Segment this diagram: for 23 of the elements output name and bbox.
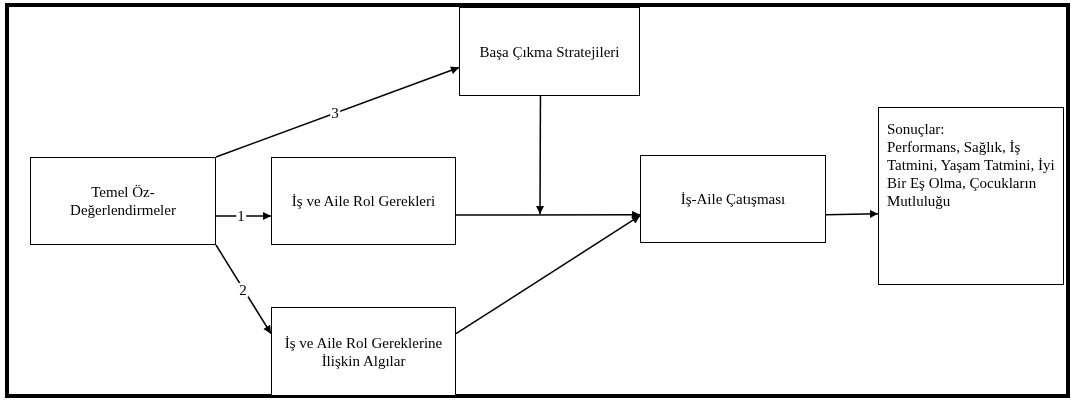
- box-text: İş ve Aile Rol Gerekleri: [291, 192, 436, 210]
- box-text: Performans, Sağlık, İş Tatmini, Yaşam Tatmini, İyi Bir Eş Olma, Çocukların Mutluluğu: [887, 138, 1055, 210]
- arrow: [455, 214, 641, 335]
- arrow: [536, 95, 545, 215]
- process-box: [878, 107, 1064, 285]
- edge-label: 1: [236, 209, 246, 223]
- arrow: [215, 211, 272, 220]
- edge-label: 2: [238, 283, 248, 297]
- box-text: İş ve Aile Rol Gereklerine İlişkin Algılar: [283, 333, 444, 370]
- box-text: Başa Çıkma Stratejileri: [479, 42, 620, 61]
- process-box: [640, 155, 826, 243]
- process-box: [271, 307, 456, 396]
- process-box: [30, 157, 216, 245]
- box-text: İş-Aile Çatışması: [680, 190, 786, 208]
- arrow: [825, 209, 879, 218]
- arrow: [215, 66, 460, 158]
- arrow: [215, 244, 272, 335]
- process-box: [459, 7, 640, 96]
- box-text: Temel Öz-Değerlendirmeler: [69, 183, 177, 219]
- process-box: [271, 157, 456, 245]
- arrow: [455, 210, 641, 219]
- edge-label: 3: [330, 106, 340, 120]
- box-heading: Sonuçlar:: [887, 120, 945, 138]
